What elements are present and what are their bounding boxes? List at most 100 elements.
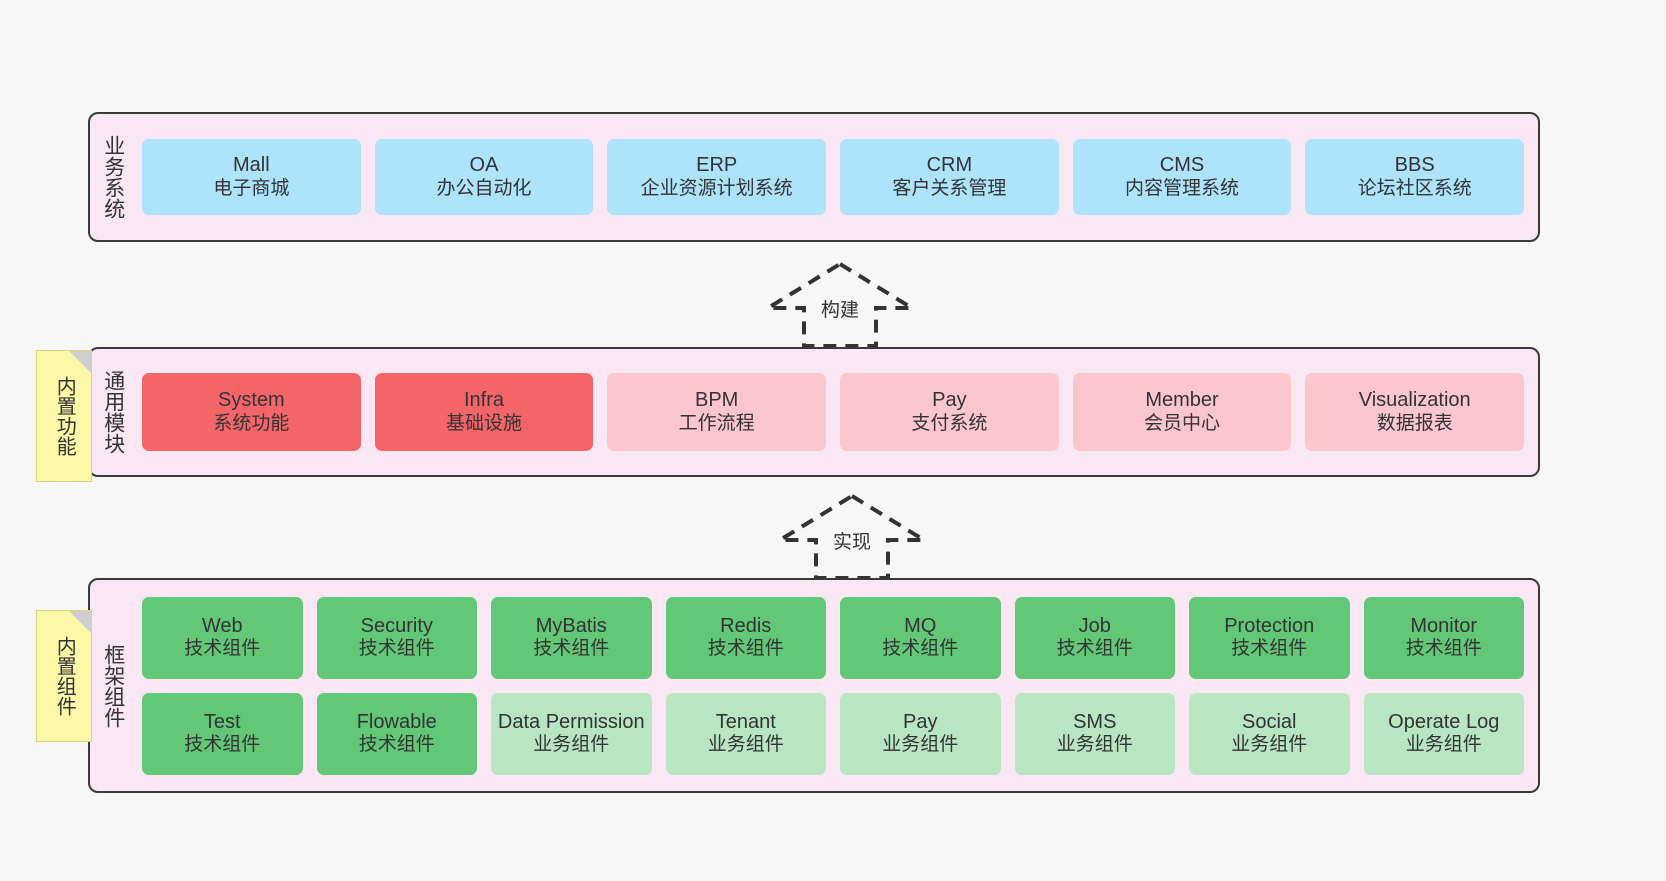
build-arrow: 构建 xyxy=(760,258,920,350)
card-subtitle: 电子商城 xyxy=(213,177,290,199)
card-title: Pay xyxy=(932,389,967,411)
card-subtitle: 客户关系管理 xyxy=(892,177,1007,199)
page-fold-icon xyxy=(69,611,91,633)
card-pay-component[interactable]: Pay 业务组件 xyxy=(840,692,1001,775)
card-title: Monitor xyxy=(1410,614,1478,637)
card-sms[interactable]: SMS 业务组件 xyxy=(1014,692,1175,775)
note-text: 内置功能 xyxy=(53,376,76,456)
card-subtitle: 技术组件 xyxy=(1231,638,1308,660)
note-text: 内置组件 xyxy=(53,636,76,716)
card-title: Data Permission xyxy=(497,710,645,733)
card-subtitle: 基础设施 xyxy=(446,412,523,434)
card-cms[interactable]: CMS 内容管理系统 xyxy=(1072,139,1292,215)
card-title: Web xyxy=(201,614,243,637)
card-social[interactable]: Social 业务组件 xyxy=(1189,692,1350,775)
card-subtitle: 系统功能 xyxy=(213,412,290,434)
card-title: Visualization xyxy=(1358,389,1471,411)
card-security[interactable]: Security 技术组件 xyxy=(316,596,477,679)
card-subtitle: 内容管理系统 xyxy=(1125,177,1240,199)
card-title: Social xyxy=(1242,710,1297,733)
card-title: Tenant xyxy=(715,710,776,733)
card-subtitle: 业务组件 xyxy=(882,734,959,756)
layer-label-framework: 框架组件 xyxy=(101,643,125,728)
card-title: SMS xyxy=(1073,710,1117,733)
card-title: ERP xyxy=(696,154,738,176)
card-title: Flowable xyxy=(356,710,437,733)
card-title: MyBatis xyxy=(535,614,607,637)
card-title: Test xyxy=(203,710,241,733)
card-subtitle: 技术组件 xyxy=(358,638,435,660)
card-infra[interactable]: Infra 基础设施 xyxy=(374,373,594,451)
card-subtitle: 技术组件 xyxy=(184,638,261,660)
card-title: CMS xyxy=(1159,154,1205,176)
card-title: Redis xyxy=(720,614,772,637)
layer-label-business: 业务系统 xyxy=(101,135,125,219)
card-subtitle: 业务组件 xyxy=(1405,734,1482,756)
sticky-note-builtin-components: 内置组件 xyxy=(36,610,92,742)
card-subtitle: 工作流程 xyxy=(678,412,755,434)
page-fold-icon xyxy=(69,351,91,373)
card-oa[interactable]: OA 办公自动化 xyxy=(374,139,594,215)
card-subtitle: 办公自动化 xyxy=(436,177,532,199)
card-subtitle: 数据报表 xyxy=(1376,412,1453,434)
card-title: Member xyxy=(1145,389,1219,411)
implement-arrow-label: 实现 xyxy=(832,532,871,553)
card-title: BPM xyxy=(695,389,739,411)
card-visualization[interactable]: Visualization 数据报表 xyxy=(1305,373,1525,451)
card-bpm[interactable]: BPM 工作流程 xyxy=(607,373,827,451)
card-subtitle: 会员中心 xyxy=(1144,412,1221,434)
card-title: Job xyxy=(1078,614,1111,637)
layer-framework-components: 框架组件 Web 技术组件 Security 技术组件 MyBatis 技术组件… xyxy=(88,578,1540,793)
card-flowable[interactable]: Flowable 技术组件 xyxy=(316,692,477,775)
card-title: Protection xyxy=(1224,614,1315,637)
card-title: Mall xyxy=(233,154,270,176)
card-job[interactable]: Job 技术组件 xyxy=(1014,596,1175,679)
card-title: Pay xyxy=(903,710,938,733)
card-protection[interactable]: Protection 技术组件 xyxy=(1189,596,1350,679)
card-web[interactable]: Web 技术组件 xyxy=(142,596,303,679)
card-system[interactable]: System 系统功能 xyxy=(142,373,361,451)
card-mybatis[interactable]: MyBatis 技术组件 xyxy=(491,596,652,679)
card-erp[interactable]: ERP 企业资源计划系统 xyxy=(607,139,827,215)
card-pay-module[interactable]: Pay 支付系统 xyxy=(840,373,1059,451)
card-title: OA xyxy=(469,154,499,176)
card-mall[interactable]: Mall 电子商城 xyxy=(142,139,361,215)
card-subtitle: 业务组件 xyxy=(1056,734,1133,756)
implement-arrow-icon xyxy=(772,493,932,580)
layer-body-business: Mall 电子商城 OA 办公自动化 ERP 企业资源计划系统 CRM 客户关系… xyxy=(136,114,1538,240)
card-monitor[interactable]: Monitor 技术组件 xyxy=(1363,596,1524,679)
card-subtitle: 技术组件 xyxy=(184,734,261,756)
card-row: System 系统功能 Infra 基础设施 BPM 工作流程 Pay 支付系统… xyxy=(142,373,1525,451)
card-data-permission[interactable]: Data Permission 业务组件 xyxy=(491,692,652,775)
card-subtitle: 技术组件 xyxy=(533,638,610,660)
card-member[interactable]: Member 会员中心 xyxy=(1072,373,1292,451)
card-title: CRM xyxy=(926,154,973,176)
card-row-business: Test 技术组件 Flowable 技术组件 Data Permission … xyxy=(142,692,1524,775)
card-bbs[interactable]: BBS 论坛社区系统 xyxy=(1305,139,1525,215)
card-title: Security xyxy=(360,614,433,637)
card-title: Infra xyxy=(463,389,505,411)
card-crm[interactable]: CRM 客户关系管理 xyxy=(840,139,1059,215)
card-operate-log[interactable]: Operate Log 业务组件 xyxy=(1363,692,1524,775)
card-subtitle: 论坛社区系统 xyxy=(1357,177,1472,199)
card-subtitle: 技术组件 xyxy=(358,734,435,756)
card-subtitle: 技术组件 xyxy=(882,638,959,660)
build-arrow-label: 构建 xyxy=(820,300,859,321)
card-subtitle: 技术组件 xyxy=(707,638,784,660)
card-redis[interactable]: Redis 技术组件 xyxy=(665,596,826,679)
card-mq[interactable]: MQ 技术组件 xyxy=(840,596,1001,679)
card-title: System xyxy=(217,389,285,411)
sticky-note-builtin-features: 内置功能 xyxy=(36,350,92,482)
card-subtitle: 业务组件 xyxy=(707,734,784,756)
card-subtitle: 业务组件 xyxy=(533,734,610,756)
card-row: Mall 电子商城 OA 办公自动化 ERP 企业资源计划系统 CRM 客户关系… xyxy=(142,139,1525,215)
card-title: BBS xyxy=(1394,154,1435,176)
layer-body-modules: System 系统功能 Infra 基础设施 BPM 工作流程 Pay 支付系统… xyxy=(136,349,1538,475)
card-tenant[interactable]: Tenant 业务组件 xyxy=(665,692,826,775)
card-row-technical: Web 技术组件 Security 技术组件 MyBatis 技术组件 Redi… xyxy=(142,596,1524,679)
build-arrow-icon xyxy=(760,261,920,348)
card-subtitle: 企业资源计划系统 xyxy=(640,177,793,199)
card-title: Operate Log xyxy=(1388,710,1500,733)
layer-business-systems: 业务系统 Mall 电子商城 OA 办公自动化 ERP 企业资源计划系统 CRM… xyxy=(88,112,1540,242)
card-test[interactable]: Test 技术组件 xyxy=(142,692,303,775)
